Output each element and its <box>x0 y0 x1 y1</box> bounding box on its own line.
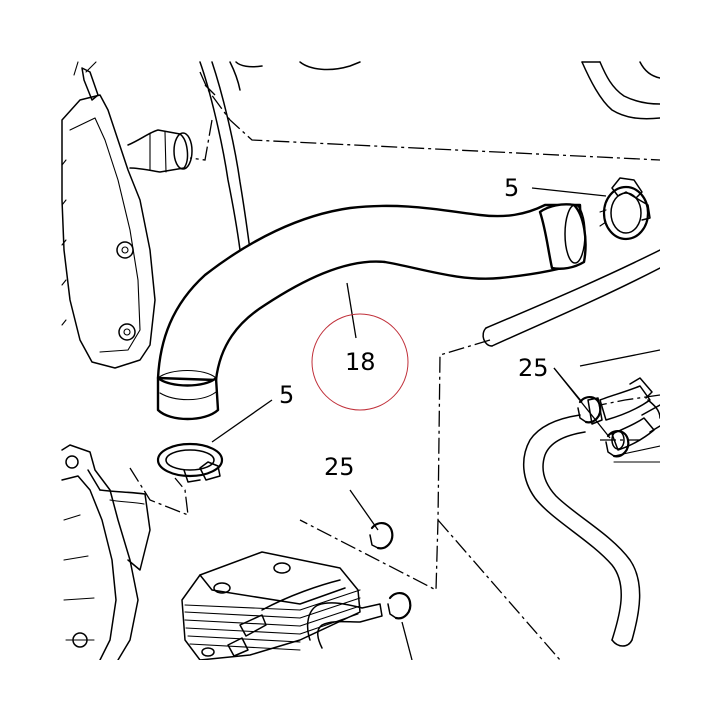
clip-center-lower <box>387 592 412 620</box>
clip-right-lower <box>605 430 630 458</box>
reference-lines <box>129 71 660 660</box>
thin-tube-right <box>482 249 660 347</box>
main-coolant-hose <box>156 203 587 421</box>
callout-hose-main: 18 <box>345 348 376 376</box>
leader-lines <box>211 187 660 660</box>
callout-clip-right: 25 <box>518 354 549 382</box>
clip-center-upper <box>369 522 394 550</box>
callout-clamp-left: 5 <box>279 381 294 409</box>
highlight-circle <box>311 313 409 411</box>
callout-clip-center: 25 <box>324 453 355 481</box>
radiator-tank-part <box>61 61 193 369</box>
hose-clamp-left <box>156 442 224 483</box>
lower-left-component <box>61 444 151 660</box>
clip-right-upper <box>577 396 602 424</box>
oil-cooler <box>181 551 383 660</box>
hose-clamp-top-right <box>599 177 651 241</box>
callout-clamp-top-right: 5 <box>504 174 519 202</box>
hose-right-lower <box>522 377 660 647</box>
hose-top-right <box>581 61 660 120</box>
